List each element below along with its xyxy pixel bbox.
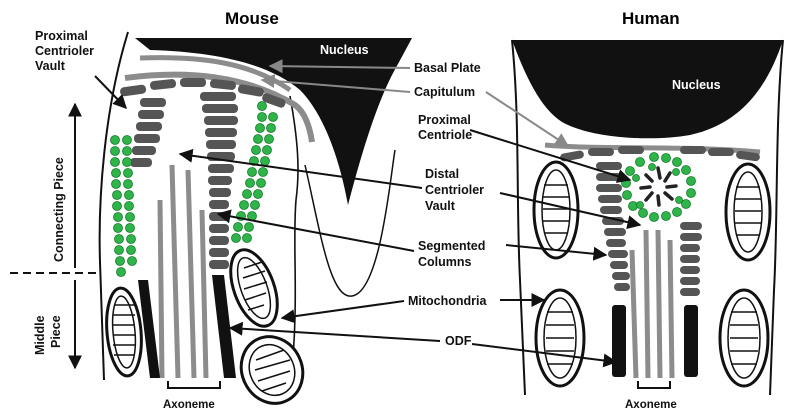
label-nucleus-human: Nucleus xyxy=(672,78,721,92)
title-human: Human xyxy=(622,9,680,28)
mouse-axoneme-lines xyxy=(160,165,206,378)
label-axoneme-mouse: Axoneme xyxy=(163,399,215,411)
label-segmented-2: Columns xyxy=(418,255,472,269)
middle-piece-label-1: Middle xyxy=(33,315,47,355)
label-basal-plate: Basal Plate xyxy=(414,61,481,75)
human-axoneme-bracket xyxy=(638,381,670,388)
label-axoneme-human: Axoneme xyxy=(625,399,677,411)
human-proximal-centriole xyxy=(622,153,696,222)
connecting-piece-label: Connecting Piece xyxy=(52,157,66,262)
label-proximal-vault-2: Centrioler xyxy=(35,44,94,58)
label-proximal-centriole-2: Centriole xyxy=(418,128,472,142)
human-panel xyxy=(512,40,783,395)
mouse-segmented-column-right xyxy=(200,92,238,269)
mouse-axoneme-bracket xyxy=(168,381,220,388)
label-mitochondria: Mitochondria xyxy=(408,294,488,308)
label-proximal-centriole-1: Proximal xyxy=(418,113,471,127)
label-proximal-vault-3: Vault xyxy=(35,59,66,73)
middle-piece-label-2: Piece xyxy=(49,315,63,348)
mouse-segmented-column-left xyxy=(130,98,166,167)
label-segmented-1: Segmented xyxy=(418,239,485,253)
human-odf-right xyxy=(684,305,698,377)
human-left-membrane xyxy=(512,40,525,395)
human-axoneme-lines xyxy=(632,230,672,378)
title-mouse: Mouse xyxy=(225,9,279,28)
human-right-membrane xyxy=(770,40,783,395)
label-odf: ODF xyxy=(445,334,472,348)
human-nucleus xyxy=(512,40,783,138)
label-distal-vault-2: Centrioler xyxy=(425,183,484,197)
piece-axis: Connecting Piece Middle Piece xyxy=(10,104,100,368)
human-segmented-column-right xyxy=(680,222,702,296)
label-nucleus-mouse: Nucleus xyxy=(320,43,369,57)
human-odf-left xyxy=(612,305,626,377)
label-proximal-vault-1: Proximal xyxy=(35,29,88,43)
label-distal-vault-3: Vault xyxy=(425,199,456,213)
mouse-green-dots-left xyxy=(111,136,137,277)
label-distal-vault-1: Distal xyxy=(425,167,459,181)
label-capitulum: Capitulum xyxy=(414,85,475,99)
